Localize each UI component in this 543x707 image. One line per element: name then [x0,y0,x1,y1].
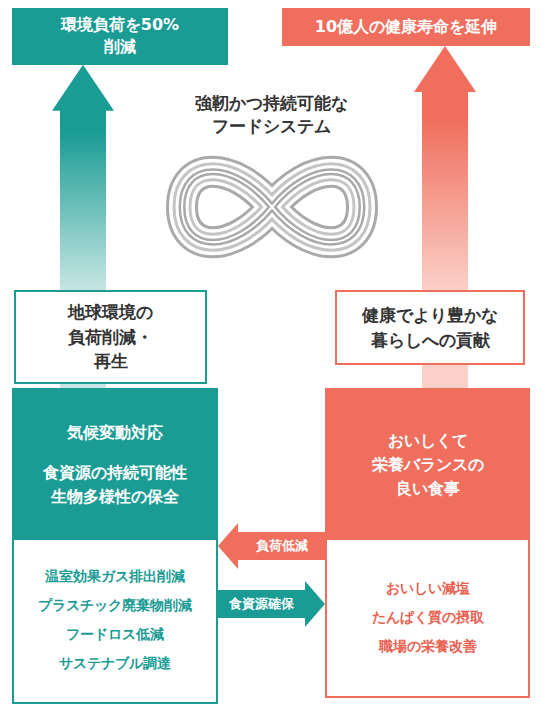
panel-heading: おいしくて 栄養バランスの 良い食事 [372,429,484,501]
exchange-arrow [218,581,325,627]
goal-text: 環境負荷を50%削減 [61,14,179,59]
infinity-track [182,172,362,243]
panel-heading: 食資源の持続可能性 生物多様性の保全 [43,461,187,509]
goal-box: 環境負荷を50%削減 [12,8,228,65]
box-body: 環境負荷を50%削減 [12,8,228,65]
arrow-label: 食資源確保 [226,594,297,614]
box-body: 地球環境の 負荷削減・再生 [16,292,205,382]
action-item: おいしい減塩 [386,578,470,598]
infinity-track [182,172,362,243]
infinity-symbol [182,172,362,243]
box-body: 10億人の健康寿命を延伸 [282,8,530,46]
panel-fill: 気候変動対応食資源の持続可能性 生物多様性の保全 [14,390,216,540]
goal-text: 10億人の健康寿命を延伸 [315,16,497,38]
infinity-track [182,172,362,243]
progress-arrow [414,46,476,290]
theme-panel: 気候変動対応食資源の持続可能性 生物多様性の保全温室効果ガス排出削減プラスチック… [12,388,218,704]
progress-arrow [422,365,468,388]
infinity-track [182,172,362,243]
action-item: 職場の栄養改善 [379,636,477,656]
theme-panel: おいしくて 栄養バランスの 良い食事おいしい減塩たんぱく質の摂取職場の栄養改善 [325,388,530,698]
action-item: サステナブル調達 [59,653,171,673]
outcome-box: 健康でより豊かな 暮らしへの貢献 [335,290,525,365]
action-item: プラスチック廃棄物削減 [38,595,192,615]
action-item: 温室効果ガス排出削減 [45,566,185,586]
panel-fill: おいしくて 栄養バランスの 良い食事 [327,390,528,540]
panel-list: おいしい減塩たんぱく質の摂取職場の栄養改善 [327,540,528,696]
progress-arrow [52,65,114,290]
title-area: 強靭かつ持続可能な フードシステム [0,92,543,138]
outcome-box: 地球環境の 負荷削減・再生 [14,290,207,384]
exchange-arrow [218,523,325,569]
box-body: 健康でより豊かな 暮らしへの貢献 [337,292,523,363]
action-item: たんぱく質の摂取 [372,607,484,627]
outcome-text: 健康でより豊かな 暮らしへの貢献 [362,303,498,352]
diagram-title: 強靭かつ持続可能な フードシステム [195,92,348,138]
panel-list: 温室効果ガス排出削減プラスチック廃棄物削減フードロス低減サステナブル調達 [14,540,216,702]
arrow-label: 負荷低減 [253,536,311,556]
panel-heading: 気候変動対応 [67,421,163,445]
infinity-track [182,172,362,243]
action-item: フードロス低減 [66,624,164,644]
goal-box: 10億人の健康寿命を延伸 [282,8,530,46]
infinity-track [182,172,362,243]
outcome-text: 地球環境の 負荷削減・再生 [68,300,153,374]
